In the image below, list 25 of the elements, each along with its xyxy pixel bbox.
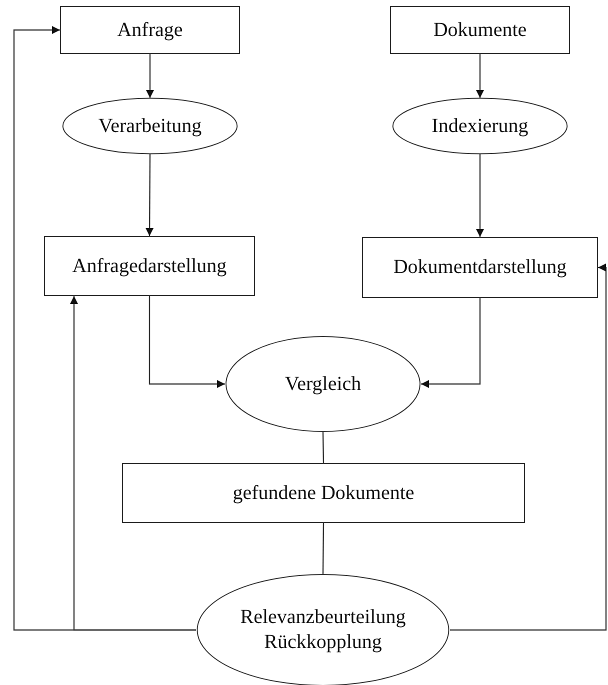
arrow bbox=[476, 54, 484, 98]
node-label: Relevanzbeurteilung Rückkopplung bbox=[239, 605, 407, 655]
node-label: Vergleich bbox=[284, 372, 362, 396]
ellipse-shape bbox=[392, 98, 568, 154]
arrow bbox=[70, 296, 196, 631]
node-label: gefundene Dokumente bbox=[232, 480, 414, 506]
arrow bbox=[148, 296, 225, 388]
arrow bbox=[450, 264, 607, 631]
process-box bbox=[362, 237, 598, 298]
ellipse-shape bbox=[62, 98, 238, 154]
arrow bbox=[146, 54, 154, 98]
node-label: Anfragedarstellung bbox=[72, 254, 227, 278]
process-box bbox=[122, 463, 525, 523]
node-label: Indexierung bbox=[432, 114, 528, 138]
process-box bbox=[44, 236, 255, 296]
arrow bbox=[146, 154, 154, 236]
node-label: Anfrage bbox=[117, 18, 183, 42]
ellipse-shape bbox=[225, 336, 421, 432]
process-box bbox=[60, 6, 240, 54]
node-label: Dokumente bbox=[433, 18, 527, 42]
arrow bbox=[476, 154, 484, 237]
arrow bbox=[421, 298, 481, 388]
node-label: Verarbeitung bbox=[98, 114, 202, 138]
node-label: Dokumentdarstellung bbox=[393, 255, 567, 280]
process-box bbox=[390, 6, 570, 54]
